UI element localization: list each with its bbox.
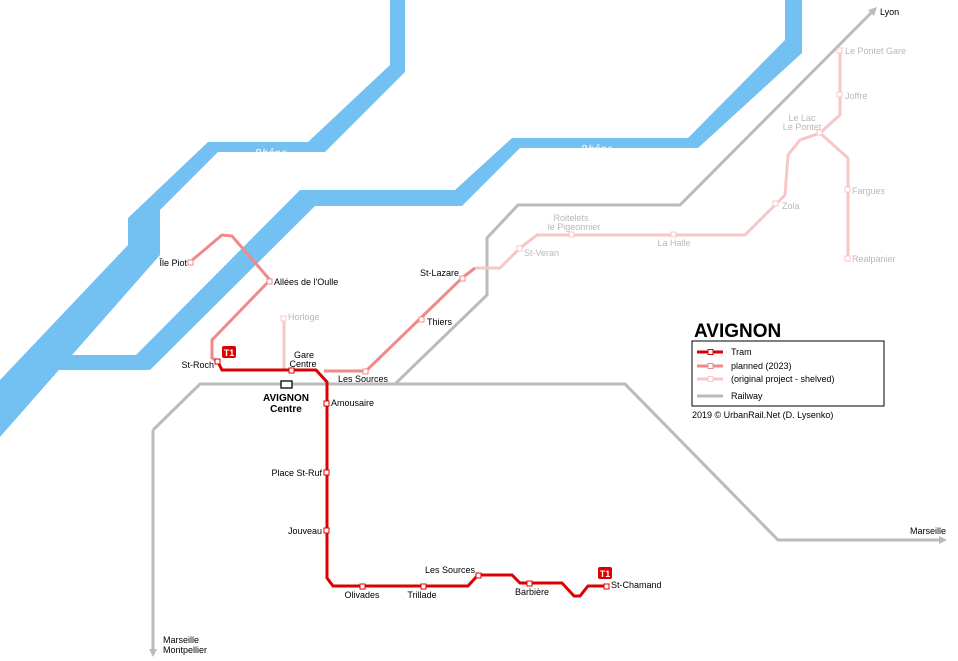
legend-shelved: (original project - shelved) [731, 374, 835, 384]
station-st-lazare: St-Lazare [420, 268, 459, 278]
legend-tram: Tram [731, 347, 752, 357]
legend-box [691, 340, 885, 407]
map-credit: 2019 © UrbanRail.Net (D. Lysenko) [692, 410, 833, 420]
railway-dest-marseille: Marseille [910, 526, 946, 536]
legend-planned-swatch [697, 363, 723, 369]
station-gare-centre: Gare [294, 350, 314, 360]
station-olivades: Olivades [344, 590, 380, 600]
legend-tram-swatch [697, 349, 723, 355]
station-roitelets: Roitelets [553, 213, 589, 223]
svg-text:T1: T1 [600, 569, 611, 579]
shelved-lines [282, 50, 850, 370]
station-realpanier: Realpanier [852, 254, 896, 264]
station-le-lac: Le Lac [788, 113, 816, 123]
map-title: AVIGNON [694, 321, 781, 342]
railway-lines [151, 10, 940, 650]
station-st-veran: St-Veran [524, 248, 559, 258]
station-fargues: Fargues [852, 186, 886, 196]
station-st-roch: St-Roch [181, 360, 214, 370]
station-horloge: Horloge [288, 312, 320, 322]
station-amousaire: Amousaire [331, 398, 374, 408]
svg-text:T1: T1 [224, 348, 235, 358]
station-jouveau: Jouveau [288, 526, 322, 536]
station-le-pontet: Le Pontet [783, 122, 822, 132]
station-zola: Zola [782, 201, 800, 211]
river-label-east: Rhône [581, 143, 613, 155]
station-st-chamand: St-Chamand [611, 580, 662, 590]
station-place-st-ruf: Place St-Ruf [271, 468, 322, 478]
river-label-west: Rhône [255, 147, 287, 159]
station-joffre: Joffre [845, 91, 867, 101]
station-les-sources-south: Les Sources [425, 565, 476, 575]
river-rhone [0, 0, 802, 437]
main-station-subname: Centre [270, 404, 302, 415]
station-le-pigeonnier: le Pigeonnier [548, 222, 601, 232]
station-gare-centre-2: Centre [289, 359, 316, 369]
railway-dest-montpellier: Montpellier [163, 645, 207, 655]
station-ile-piot: Île Piot [158, 258, 187, 268]
legend-railway: Railway [731, 391, 763, 401]
t1-badge-west: T1 [222, 346, 236, 358]
station-thiers: Thiers [427, 317, 453, 327]
legend-shelved-swatch [697, 376, 723, 382]
station-la-halle: La Halle [657, 238, 690, 248]
station-le-pontet-gare: Le Pontet Gare [845, 46, 906, 56]
station-les-sources-north: Les Sources [338, 374, 389, 384]
legend: AVIGNON Tram planned (2023) (original pr… [691, 321, 885, 420]
station-markers [187, 47, 851, 590]
main-station-icon [280, 380, 293, 389]
railway-dest-lyon: Lyon [880, 7, 899, 17]
station-allees-oulle: Allées de l'Oulle [274, 277, 338, 287]
railway-dest-marseille-sw: Marseille [163, 635, 199, 645]
legend-planned: planned (2023) [731, 361, 792, 371]
railway-arrows [149, 7, 947, 657]
main-station-name: AVIGNON [263, 393, 309, 404]
station-barbiere: Barbière [515, 587, 549, 597]
t1-badge-east: T1 [598, 567, 612, 579]
station-trillade: Trillade [407, 590, 436, 600]
